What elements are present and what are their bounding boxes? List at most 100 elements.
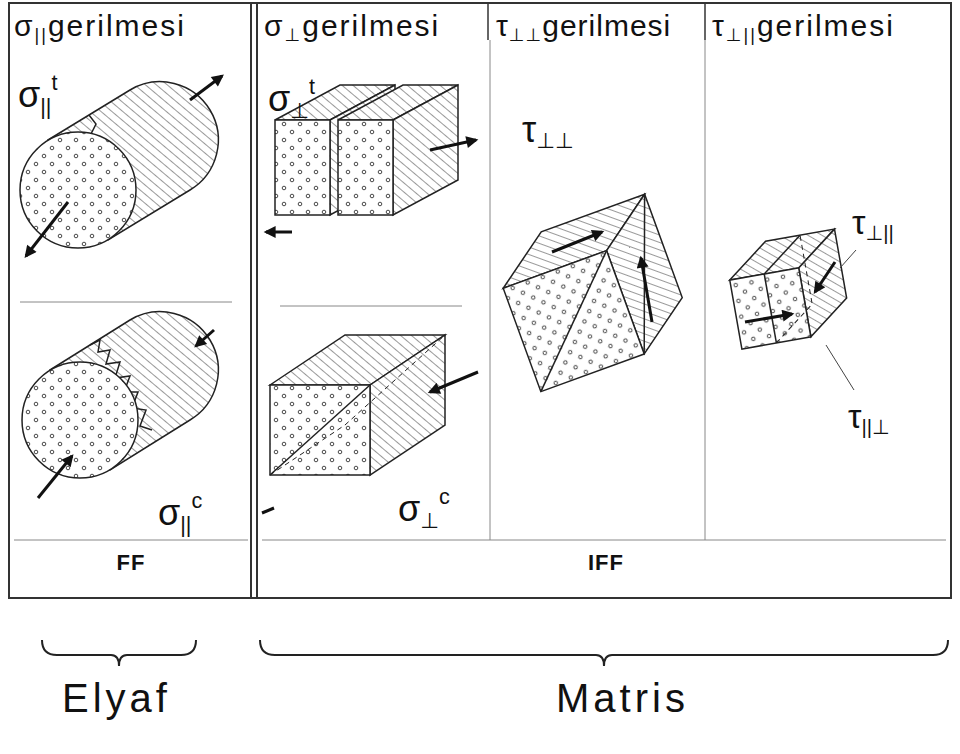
load-arrow <box>266 231 292 234</box>
material-label: Matris <box>556 674 689 722</box>
text-part: τ <box>496 9 509 42</box>
failure-cell: FF <box>12 542 250 596</box>
text-part: ⊥ <box>290 98 309 123</box>
text-part: || <box>180 512 191 537</box>
panel-divider <box>262 540 946 541</box>
text-part: IFF <box>588 550 624 575</box>
brace <box>260 640 948 666</box>
panel-heading: σ||gerilmesi <box>14 8 186 47</box>
panel-divider <box>705 40 706 540</box>
compression-block <box>262 335 478 513</box>
panel-heading: τ⊥⊥gerilmesi <box>496 8 671 47</box>
panel-divider <box>490 40 491 540</box>
shear-cube <box>490 194 696 391</box>
fracture-plane <box>764 274 776 343</box>
text-part: FF <box>117 550 146 575</box>
text-part: ⊥|| <box>726 25 757 45</box>
panel-heading: σ⊥gerilmesi <box>264 8 440 47</box>
text-part: gerilmesi <box>757 9 895 42</box>
text-part: Matris <box>556 676 689 720</box>
tension-block <box>266 85 476 232</box>
load-arrow <box>190 76 222 100</box>
outer-frame <box>9 3 951 598</box>
load-arrow <box>815 262 835 292</box>
stress-panel: τ⊥||gerilmesiτ⊥||τ||⊥ <box>708 4 950 540</box>
stress-symbol: σ||t <box>18 70 57 120</box>
text-part: t <box>309 74 315 99</box>
stress-symbol: τ⊥⊥ <box>522 108 574 154</box>
text-part: Elyaf <box>62 676 171 720</box>
failure-cell: IFF <box>262 542 950 596</box>
load-arrow <box>196 330 214 346</box>
load-arrow <box>430 140 476 150</box>
text-part: τ <box>852 203 865 241</box>
stress-symbol: τ⊥|| <box>852 202 894 246</box>
double-divider <box>250 3 252 598</box>
text-part: τ <box>848 397 861 435</box>
stress-panel: σ||gerilmesiσ||tσ||c <box>10 4 250 540</box>
text-part: τ <box>522 109 536 150</box>
compression-cylinder <box>22 312 218 498</box>
load-arrow <box>26 202 68 256</box>
stress-symbol: σ⊥t <box>268 74 315 124</box>
load-arrow-tail <box>262 508 274 513</box>
load-arrow <box>745 314 792 322</box>
text-part: gerilmesi <box>542 9 671 42</box>
text-part: || <box>35 25 48 45</box>
text-part: σ <box>14 9 35 42</box>
panel-divider <box>280 306 462 307</box>
text-part: σ <box>18 74 40 115</box>
cylinder-face <box>22 362 138 478</box>
text-part: σ <box>268 78 290 119</box>
text-part: τ <box>712 9 726 42</box>
block-face <box>393 85 458 215</box>
header-divider <box>704 3 706 40</box>
panel-divider <box>20 302 232 303</box>
failure-type: FF <box>117 550 146 576</box>
block-face <box>730 268 811 349</box>
load-arrow <box>38 456 72 498</box>
stress-panel: σ⊥gerilmesiσ⊥tσ⊥c <box>260 4 488 540</box>
load-arrow <box>641 258 652 322</box>
brace <box>42 640 196 666</box>
text-part: ⊥|| <box>865 222 893 244</box>
block-face <box>338 120 393 215</box>
stress-symbol: τ||⊥ <box>848 396 890 440</box>
leader-line <box>826 345 854 390</box>
header-divider <box>487 3 489 40</box>
text-part: ⊥⊥ <box>509 25 542 45</box>
fracture-plane <box>593 194 696 354</box>
panel-divider <box>14 540 248 541</box>
block-face <box>503 251 644 392</box>
text-part: ||⊥ <box>861 416 889 438</box>
stress-symbol: σ||c <box>158 488 202 538</box>
text-part: || <box>40 94 51 119</box>
text-part: ⊥⊥ <box>536 128 574 153</box>
text-part: c <box>439 484 450 509</box>
block-face <box>275 120 330 215</box>
text-part: c <box>191 488 202 513</box>
panel-heading: τ⊥||gerilmesi <box>712 8 895 47</box>
fracture-plane <box>270 385 370 475</box>
shear-cube <box>724 229 852 349</box>
material-label: Elyaf <box>62 674 171 722</box>
double-divider <box>256 3 258 598</box>
text-part: t <box>51 70 57 95</box>
fracture-plane <box>759 235 806 274</box>
leader-line <box>840 250 856 268</box>
text-part: ⊥ <box>420 508 439 533</box>
text-part: ⊥ <box>285 25 303 45</box>
block-face <box>370 335 445 475</box>
text-part: gerilmesi <box>48 9 186 42</box>
tension-cylinder <box>20 76 222 256</box>
hidden-edge <box>759 235 818 343</box>
hidden-edge <box>270 335 445 475</box>
text-part: σ <box>264 9 285 42</box>
stress-symbol: σ⊥c <box>398 484 450 534</box>
load-arrow <box>430 372 478 392</box>
cylinder-face <box>20 132 136 248</box>
text-part: σ <box>398 488 420 529</box>
